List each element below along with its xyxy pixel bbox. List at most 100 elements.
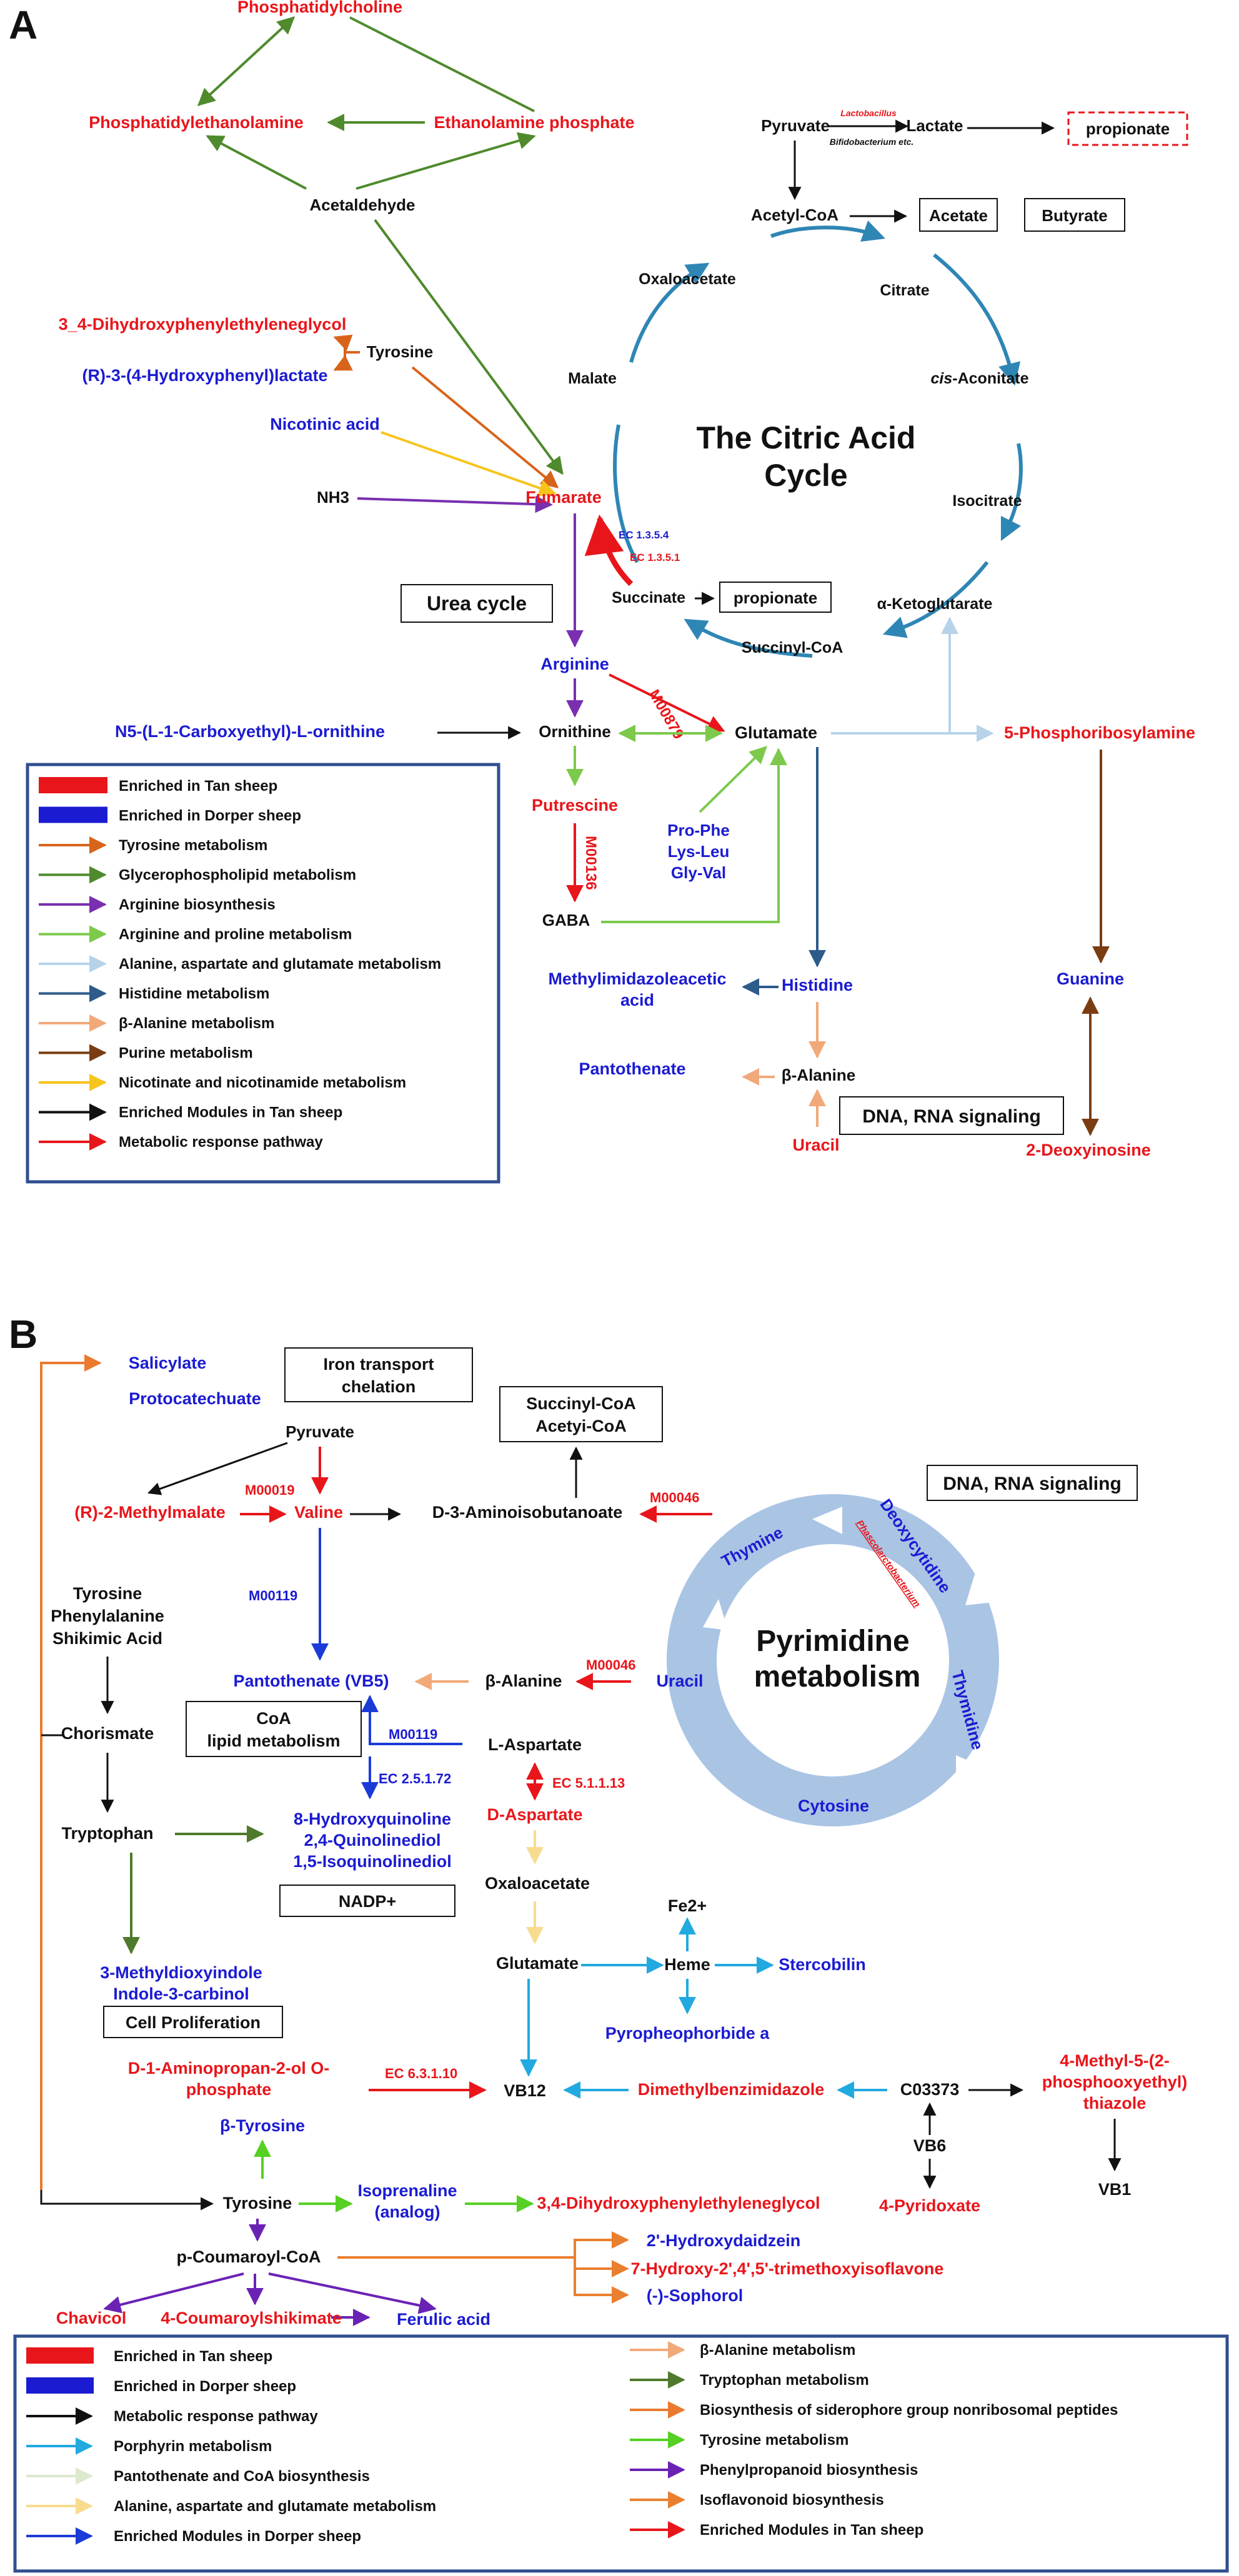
legend-a-row: Arginine and proline metabolism xyxy=(39,925,352,943)
phosphatidylcholine: Phosphatidylcholine xyxy=(237,0,402,16)
acetyl-coa-b: Acetyi-CoA xyxy=(535,1417,627,1435)
module-m00019: M00019 xyxy=(245,1482,295,1498)
uracil-a: Uracil xyxy=(792,1136,839,1154)
panel-b: B Salicylate Protocatechuate Iron transp… xyxy=(9,1312,1229,2573)
tyrosine-a: Tyrosine xyxy=(367,342,433,361)
legend-b-right-row: Enriched Modules in Tan sheep xyxy=(630,2521,923,2539)
oxaloacetate-a: Oxaloacetate xyxy=(639,270,736,288)
nicotinic-acid: Nicotinic acid xyxy=(270,415,380,433)
legend-b-left-row: Porphyrin metabolism xyxy=(26,2437,272,2455)
thiazole-line2: phosphooxyethyl) xyxy=(1042,2073,1188,2091)
isoprenaline-line2: (analog) xyxy=(375,2202,440,2221)
arginine: Arginine xyxy=(540,655,609,673)
citric-acid-cycle-arcs xyxy=(613,220,1023,658)
legend-b-frame xyxy=(13,2334,1229,2573)
acetaldehyde: Acetaldehyde xyxy=(309,196,415,214)
legend-a-label: Enriched in Dorper sheep xyxy=(119,808,301,825)
aminopropanol-line2: phosphate xyxy=(186,2080,272,2099)
dna-rna-signaling-b: DNA, RNA signaling xyxy=(943,1474,1122,1494)
stercobilin: Stercobilin xyxy=(779,1955,866,1974)
phosphatidylethanolamine: Phosphatidylethanolamine xyxy=(89,113,304,132)
legend-a-label: Glycerophospholipid metabolism xyxy=(119,867,356,884)
iron-transport-line1: Iron transport xyxy=(323,1355,434,1374)
chorismate: Chorismate xyxy=(61,1724,154,1743)
dimethylbenzimidazole: Dimethylbenzimidazole xyxy=(638,2080,825,2099)
pantothenate-vb5: Pantothenate (VB5) xyxy=(233,1672,389,1690)
chavicol: Chavicol xyxy=(56,2309,127,2327)
ornithine: Ornithine xyxy=(539,722,611,741)
module-m00046-b: M00046 xyxy=(586,1657,636,1673)
legend-b-right-label: Tryptophan metabolism xyxy=(700,2372,869,2389)
butyrate: Butyrate xyxy=(1042,206,1107,225)
legend-b-left-swatch xyxy=(26,2347,94,2364)
dna-rna-signaling-a: DNA, RNA signaling xyxy=(862,1106,1041,1127)
legend-b-left-row: Pantothenate and CoA biosynthesis xyxy=(26,2467,370,2485)
legend-b-left-label: Enriched in Tan sheep xyxy=(114,2348,272,2365)
putrescine: Putrescine xyxy=(532,796,618,815)
methylmalate: (R)-2-Methylmalate xyxy=(74,1503,226,1522)
aminopropanol-line1: D-1-Aminopropan-2-ol O- xyxy=(128,2059,329,2078)
succinyl-coa-a: Succinyl-CoA xyxy=(742,639,843,656)
coa-line: CoA xyxy=(256,1709,291,1728)
legend-b-left-label: Pantothenate and CoA biosynthesis xyxy=(114,2468,370,2485)
coumaroylshikimate: 4-Coumaroylshikimate xyxy=(161,2309,342,2327)
pyropheophorbide: Pyropheophorbide a xyxy=(605,2024,770,2043)
legend-b-right-row: Tyrosine metabolism xyxy=(630,2431,848,2449)
glutamate-ketoglutarate-arrow xyxy=(831,617,958,735)
hydroxydaidzein: 2'-Hydroxydaidzein xyxy=(647,2231,800,2250)
legend-a-row: β-Alanine metabolism xyxy=(39,1014,274,1032)
legend-a-label: Histidine metabolism xyxy=(119,986,269,1003)
methyldioxyindole: 3-Methyldioxyindole xyxy=(100,1963,262,1982)
panel-a: A Phosphatidylcholine Phosphatidylethano… xyxy=(9,0,1195,1184)
tyr-phe-shik-shikimic: Shikimic Acid xyxy=(52,1629,162,1648)
pyruvate-b: Pyruvate xyxy=(286,1422,354,1441)
vb12: VB12 xyxy=(504,2081,546,2100)
coa-lipid-box xyxy=(186,1701,362,1757)
legend-b-left-label: Enriched in Dorper sheep xyxy=(114,2378,296,2395)
ec-1-3-5-4: EC 1.3.5.4 xyxy=(619,529,669,541)
protocatechuate: Protocatechuate xyxy=(129,1389,261,1408)
aminoisobutanoate: D-3-Aminoisobutanoate xyxy=(432,1503,623,1522)
legend-b-left-swatch xyxy=(26,2377,94,2394)
legend-a-label: Enriched Modules in Tan sheep xyxy=(119,1104,342,1121)
l-aspartate: L-Aspartate xyxy=(488,1735,582,1754)
legend-a-label: Enriched in Tan sheep xyxy=(119,778,277,795)
aspartate-pantothenate-arrow xyxy=(361,1695,462,1745)
ferulic-acid: Ferulic acid xyxy=(397,2310,490,2329)
legend-a-row: Histidine metabolism xyxy=(39,984,269,1003)
siderophore-bracket xyxy=(40,1354,102,2190)
gaba: GABA xyxy=(542,911,590,929)
legend-b-left-label: Porphyrin metabolism xyxy=(114,2438,272,2455)
legend-b-right-row: Phenylpropanoid biosynthesis xyxy=(630,2461,918,2479)
cis-aconitate: cis-Aconitate xyxy=(931,370,1029,387)
oxaloacetate-b: Oxaloacetate xyxy=(485,1874,590,1893)
legend-a-label: Metabolic response pathway xyxy=(119,1134,323,1151)
phenylpropanoid-arrows xyxy=(103,2272,437,2326)
pyrimidine-title-line2: metabolism xyxy=(754,1660,921,1693)
isocitrate: Isocitrate xyxy=(952,492,1022,510)
propionate-dashed-box xyxy=(1067,111,1188,146)
quinoline-1: 8-Hydroxyquinoline xyxy=(294,1810,451,1828)
beta-alanine-a: β-Alanine xyxy=(782,1066,855,1084)
tryptophan: Tryptophan xyxy=(62,1824,154,1843)
cell-proliferation-box xyxy=(103,2006,283,2038)
dipeptide-lys-leu: Lys-Leu xyxy=(668,842,730,861)
legend-a-swatch xyxy=(39,806,107,823)
nadp-box xyxy=(279,1885,455,1917)
c03373: C03373 xyxy=(900,2080,960,2099)
legend-b-left-label: Alanine, aspartate and glutamate metabol… xyxy=(114,2498,436,2515)
acetate: Acetate xyxy=(929,206,988,225)
pyrimidine-ring xyxy=(667,1494,999,1826)
dna-rna-box-b xyxy=(927,1465,1138,1501)
legend-b-left-row: Enriched in Dorper sheep xyxy=(26,2377,296,2395)
alpha-ketoglutarate: α-Ketoglutarate xyxy=(877,595,993,613)
legend-b-right-row: Isoflavonoid biosynthesis xyxy=(630,2491,884,2509)
legend-b-left-label: Enriched Modules in Dorper sheep xyxy=(114,2528,361,2545)
nicotinate-arrow xyxy=(381,431,557,497)
beta-tyrosine: β-Tyrosine xyxy=(220,2116,305,2135)
urea-cycle-box xyxy=(401,584,553,623)
legend-a-label: Tyrosine metabolism xyxy=(119,837,267,854)
tyrosine-metabolism-arrows xyxy=(333,334,559,488)
cycle-title-line2: Cycle xyxy=(764,458,847,493)
